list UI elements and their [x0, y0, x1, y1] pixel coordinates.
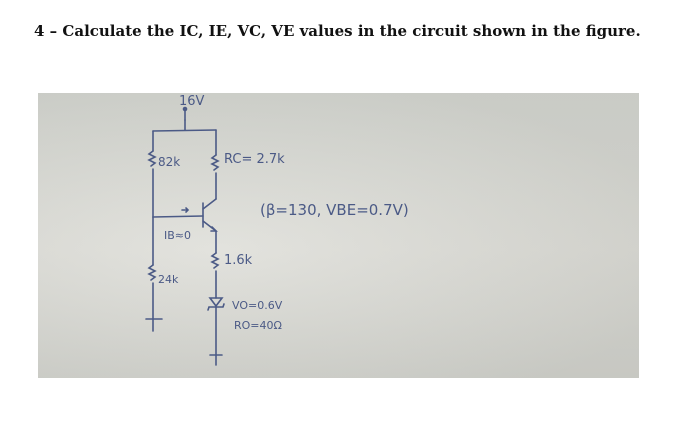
r1-resistor: [147, 150, 157, 167]
zener-voltage-label: VO=0.6V: [232, 299, 283, 312]
circuit-drawing: 16V 82k RC= 2.7k (β=130, VBE=0.7V) IB≈0 …: [145, 94, 409, 366]
base-wire: [152, 215, 204, 218]
question-text: 4 – Calculate the IC, IE, VC, VE values …: [34, 22, 641, 40]
transistor-collector: [202, 198, 217, 210]
params-label: (β=130, VBE=0.7V): [260, 201, 409, 219]
question-number: 4 –: [34, 22, 58, 40]
zener-resistance-label: RO=40Ω: [234, 319, 282, 332]
photo-shading: [38, 93, 639, 378]
emitter-arrow: [210, 226, 218, 232]
supply-node: [182, 106, 188, 112]
re-label: 1.6k: [224, 253, 253, 268]
rc-resistor: [210, 154, 220, 171]
r2-label: 24k: [158, 273, 179, 286]
circuit-photo: 16V 82k RC= 2.7k (β=130, VBE=0.7V) IB≈0 …: [38, 93, 639, 378]
r1-label: 82k: [158, 155, 180, 169]
r2-resistor: [147, 264, 157, 281]
re-resistor: [210, 252, 220, 269]
question-body: Calculate the IC, IE, VC, VE values in t…: [62, 22, 641, 40]
supply-label: 16V: [179, 94, 205, 109]
ib-arrow: [181, 207, 190, 213]
ib-label: IB≈0: [164, 229, 191, 242]
zener-diode: [208, 297, 224, 308]
rc-label: RC= 2.7k: [224, 152, 285, 167]
